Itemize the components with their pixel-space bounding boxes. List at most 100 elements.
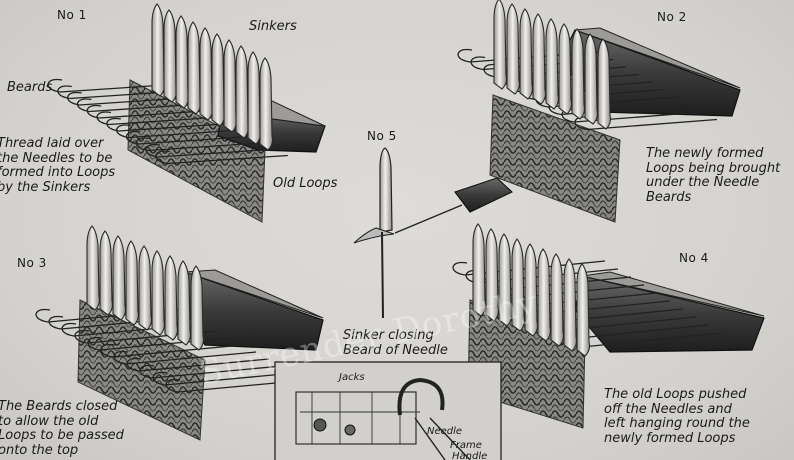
needle-shaft [568,324,710,340]
needle-beard [152,371,168,386]
sinker-blade [532,13,547,105]
panel-2-caption: The newly formed Loops being brought und… [646,146,780,205]
frame-wheel [313,418,327,432]
sinker-blade [524,243,539,337]
beards-label: Beards [7,80,53,95]
needle-shaft [99,109,220,119]
frame-body [295,391,417,445]
sinker-blade [571,28,586,120]
caption-line: under the Needle [646,175,760,190]
sinker-blade [138,245,153,331]
panel-1-caption: Thread laid over the Needles to be forme… [0,136,115,195]
needle-beard [113,350,129,365]
sinker-blade [175,15,190,109]
needle-bar [574,275,765,353]
sinker-blade [177,260,192,346]
sinker-blade [247,51,262,145]
caption-line: onto the top [0,442,79,458]
sinker-blade [498,233,513,327]
panel-2-mechanism [457,0,741,223]
caption-line: Loops to be passed [0,428,124,443]
sinker-blade [99,230,114,316]
sinker-blade [550,253,565,347]
needle-beard [574,116,590,131]
lead-block [454,177,513,213]
needle-shaft [128,128,249,139]
needle-beard [452,261,468,276]
panel-5-caption: Sinker closing Beard of Needle [343,328,448,358]
caption-line: to allow the old [0,413,99,429]
needle-beard [165,378,181,393]
sinker-blade [223,39,238,133]
needle-beard [483,63,499,78]
needle-beard [66,91,82,106]
caption-line: The newly formed [646,146,764,161]
panel-2-number: No 2 [657,10,687,24]
needle-shaft [586,118,718,131]
sinker-blade [163,9,178,103]
sinker-blade [379,147,393,233]
sinker-blade [187,21,202,115]
sinker-blade [86,225,101,311]
sinker-blade [563,258,578,352]
sinker-blade [125,240,140,326]
sinker-blade [511,238,526,332]
needle-beard [135,137,151,152]
old-loops-label: Old Loops [273,176,338,191]
panel-3-caption: The Beards closed to allow the old Loops… [0,399,124,458]
sinker-blade [211,33,226,127]
sinker-blade [493,0,508,90]
needle-beard [86,104,102,119]
needle-shaft [167,154,288,165]
needle-beard [100,343,116,358]
sinker-nib [353,227,395,244]
needle-bar-top [581,271,765,317]
needle-beard [394,204,463,234]
caption-line: off the Needles and [604,401,732,417]
needle-beard [35,308,51,323]
frame-members [300,392,420,444]
sinker-blade [519,8,534,100]
frame-label: Frame [450,440,482,451]
knitted-fabric [489,94,621,223]
needle-beard [57,85,72,100]
sinker-blade [151,250,166,336]
needle-beard [155,150,170,165]
needle-shaft [112,344,244,358]
needle-shaft [138,135,259,145]
needle-beard [115,124,131,139]
needle-shaft [125,351,257,365]
needle-beard [457,48,473,63]
sinker-blade [190,265,205,351]
needle-shaft [164,372,296,386]
caption-line: The old Loops pushed [604,387,747,402]
needle-shaft [99,337,231,351]
panel-3-number: No 3 [17,256,47,270]
needle-beard [96,111,112,126]
panel-5-sinker-closing-needle [353,147,513,319]
sinker-blade [506,3,521,95]
needle-bar-top [184,269,324,319]
sinker-blade [259,57,274,151]
sinker-blade [576,263,591,357]
needle-shaft [581,332,723,348]
needle-beard [76,98,92,113]
needle-shaft [148,141,269,152]
caption-line: left hanging round the [604,416,750,431]
needle-shaft [151,365,283,379]
sinker-blade [112,235,127,321]
sinker-blade [151,3,166,97]
needle-beard [61,322,77,337]
needle-shaft [157,148,279,158]
caption-line: Thread laid over [0,136,104,151]
needle-beard [125,130,141,145]
jacks-label: Jacks [339,372,365,383]
needle-beard [74,329,90,344]
sinker-blade [199,27,214,121]
panel-1-mechanism [47,3,326,223]
caption-line: Beard of Needle [343,342,448,358]
caption-line: Sinker closing [343,328,434,343]
panel-4-caption: The old Loops pushed off the Needles and… [604,387,750,446]
